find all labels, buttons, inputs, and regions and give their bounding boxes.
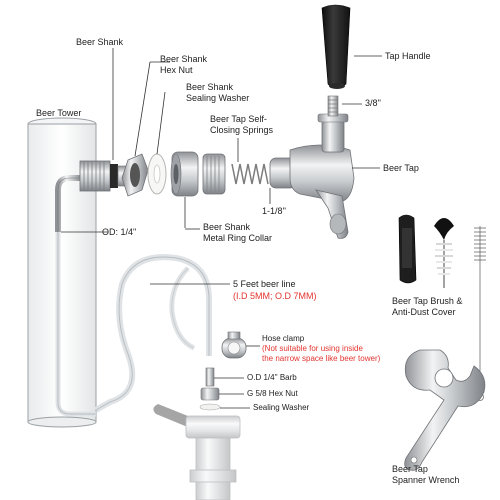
label-collar-line1: Beer Shank <box>203 222 251 232</box>
label-beer-line: 5 Feet beer line <box>233 279 296 289</box>
label-od-quarter: OD: 1/4" <box>102 227 137 237</box>
keg-coupler-part <box>153 404 241 500</box>
spanner-wrench-part <box>404 349 486 471</box>
label-washer-line2: Sealing Washer <box>186 93 250 103</box>
ring-collar-part <box>170 151 199 197</box>
label-hex-nut-line1: Beer Shank <box>160 54 208 64</box>
label-springs-line1: Beer Tap Self- <box>210 114 267 124</box>
label-clamp-note-line1: (Not suitable for using inside <box>262 344 363 353</box>
label-brush-line2: Anti-Dust Cover <box>392 307 456 317</box>
label-wrench-line2: Spanner Wrench <box>392 475 460 485</box>
label-hex-nut-line2: Hex Nut <box>160 65 193 75</box>
label-barb: O.D 1/4'' Barb <box>247 373 297 382</box>
label-sealing-washer: Sealing Washer <box>253 403 310 412</box>
brush-and-cover-part <box>398 214 486 401</box>
label-beer-tap: Beer Tap <box>383 163 419 173</box>
label-tap-handle: Tap Handle <box>385 51 431 61</box>
sealing-washer-part <box>147 153 167 195</box>
label-springs-line2: Closing Springs <box>210 125 274 135</box>
label-collar-size: 1-1/8'' <box>262 206 286 216</box>
coupling-nut-part <box>202 153 226 195</box>
label-brush-line1: Beer Tap Brush & <box>392 296 463 306</box>
spring-part <box>231 163 269 185</box>
label-beer-tower: Beer Tower <box>36 108 82 118</box>
label-hose-clamp: Hose clamp <box>262 334 305 343</box>
label-beer-line-spec: (I.D 5MM; O.D 7MM) <box>233 291 317 301</box>
label-washer-line1: Beer Shank <box>186 82 234 92</box>
barb-nut-washer-part <box>199 367 221 411</box>
label-clamp-note-line2: the narrow space like beer tower) <box>262 354 381 363</box>
label-hex-nut-g: G 5/8 Hex Nut <box>247 389 298 398</box>
tap-handle-part <box>321 4 351 89</box>
beer-line-part <box>94 254 212 413</box>
label-beer-shank: Beer Shank <box>76 37 124 47</box>
label-wrench-line1: Beer Tap <box>392 464 428 474</box>
label-thread-size: 3/8'' <box>365 98 381 108</box>
beer-tap-part <box>269 95 355 239</box>
leader-lines <box>61 48 382 409</box>
hose-clamp-part <box>221 331 247 359</box>
beer-shank-part <box>55 160 127 232</box>
label-collar-line2: Metal Ring Collar <box>203 233 273 243</box>
hex-nut-part <box>121 153 149 197</box>
